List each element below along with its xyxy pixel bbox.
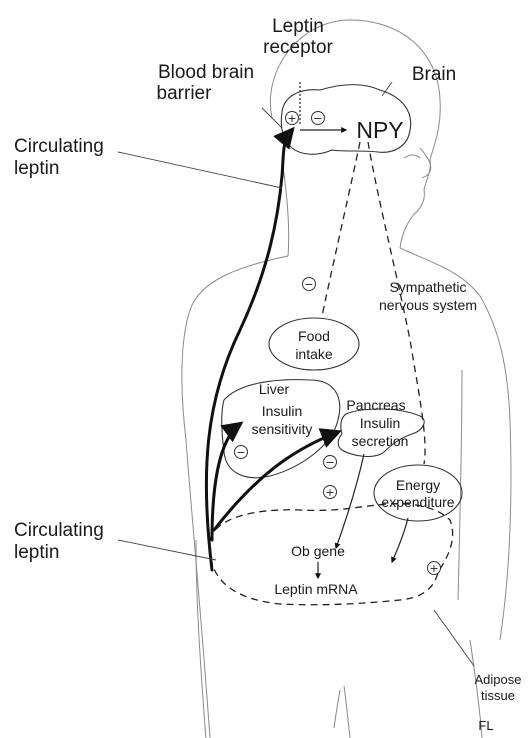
label-insulin-secretion-line1: Insulin: [360, 415, 400, 431]
label-leptin-receptor-line1: Leptin: [272, 16, 324, 37]
sign-plus-adipose: +: [428, 562, 441, 576]
body-outline: [182, 20, 511, 738]
label-food-line2: intake: [295, 346, 333, 362]
energy-expenditure-oval: [374, 465, 462, 521]
svg-text:−: −: [304, 278, 313, 291]
label-insulin-sensitivity-line1: Insulin: [262, 403, 302, 419]
svg-text:−: −: [236, 446, 245, 459]
label-energy-line2: expenditure: [381, 494, 454, 510]
label-leptin-receptor-line2: receptor: [263, 37, 333, 58]
label-insulin-sensitivity-line2: sensitivity: [252, 421, 313, 437]
svg-text:−: −: [325, 456, 334, 469]
label-circulating-top-line1: Circulating: [14, 136, 104, 157]
label-food-line1: Food: [298, 328, 330, 344]
leptin-to-pancreas-arrow: [214, 432, 338, 530]
label-bbb-line1: Blood brain: [158, 62, 254, 83]
energy-to-adipose-arrow: [392, 518, 408, 562]
sign-minus-brain: −: [312, 112, 325, 126]
npy-to-food-dashed: [322, 142, 360, 316]
label-bbb-line2: barrier: [157, 83, 213, 104]
label-brain: Brain: [412, 64, 456, 85]
food-intake-oval: [269, 318, 359, 370]
label-sympathetic-line2: nervous system: [379, 297, 477, 313]
label-liver: Liver: [259, 381, 290, 397]
label-adipose-line1: Adipose: [475, 672, 522, 687]
pancreas-to-obgene-arrow: [336, 454, 364, 548]
svg-text:−: −: [313, 112, 322, 125]
sign-minus-liver: −: [235, 446, 248, 460]
sign-plus-pancreas: +: [324, 486, 337, 500]
leader-circulating-bottom: [118, 540, 216, 560]
leader-circulating-top: [118, 152, 282, 188]
sign-minus-pancreas: −: [324, 456, 337, 470]
label-circulating-bottom-line2: leptin: [14, 542, 59, 563]
svg-text:+: +: [325, 486, 334, 499]
leader-bbb: [262, 108, 282, 128]
svg-text:+: +: [429, 562, 438, 575]
label-adipose-line2: tissue: [481, 688, 515, 703]
leptin-to-liver-arrow: [212, 424, 240, 540]
leader-adipose: [434, 610, 474, 666]
label-insulin-secretion-line2: secretion: [352, 433, 409, 449]
label-npy: NPY: [356, 117, 403, 143]
label-ob-gene: Ob gene: [291, 543, 345, 559]
sign-plus-brain: +: [286, 112, 299, 126]
label-credit: FL: [478, 718, 493, 733]
label-leptin-mrna: Leptin mRNA: [274, 581, 358, 597]
label-sympathetic-line1: Sympathetic: [389, 279, 466, 295]
label-circulating-bottom-line1: Circulating: [14, 520, 104, 541]
label-pancreas: Pancreas: [346, 397, 405, 413]
circulating-leptin-path: [206, 130, 292, 570]
label-circulating-top-line2: leptin: [14, 158, 59, 179]
sign-minus-food: −: [303, 278, 316, 292]
label-energy-line1: Energy: [396, 477, 440, 493]
svg-text:+: +: [287, 112, 296, 125]
